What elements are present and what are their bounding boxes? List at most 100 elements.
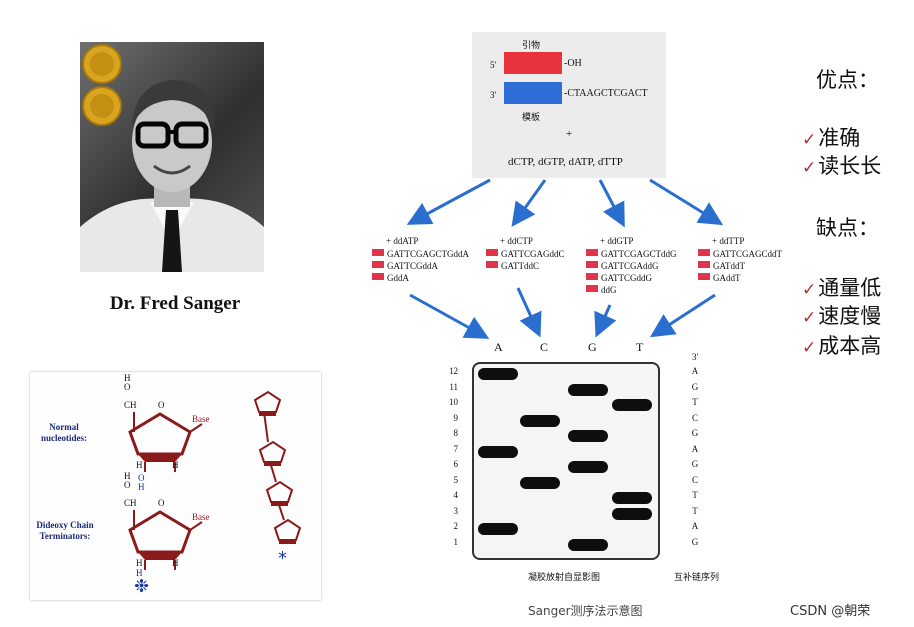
- template-cn-label: 模板: [522, 112, 541, 122]
- sequence-letter: G: [691, 381, 699, 392]
- cons-title: 缺点：: [816, 216, 879, 240]
- gel-band: [478, 368, 518, 380]
- gel-band: [568, 383, 608, 396]
- gel-band: [612, 399, 652, 411]
- gel-number: 5: [453, 474, 459, 485]
- gel-band: [478, 523, 518, 535]
- snowflake-icon: ❉: [134, 576, 150, 597]
- portrait-drawing: [80, 80, 264, 272]
- primer-cn-label: 引物: [522, 40, 541, 50]
- fragment: GATTCGAGCddT: [698, 246, 782, 259]
- nobel-medal-icon: [82, 44, 122, 84]
- primer-bar: [504, 52, 562, 74]
- prime-label: 3': [691, 352, 699, 362]
- fragment: GATTCGddA: [372, 258, 469, 271]
- sequence-letter: A: [691, 443, 699, 454]
- lane-a-fragments: + ddATP GATTCGAGCTGddA GATTCGddA GddA: [372, 236, 469, 283]
- gel-lane-label: A: [494, 340, 503, 354]
- sequence-letter: A: [691, 521, 699, 531]
- sanger-portrait: [80, 42, 264, 272]
- gel-band: [568, 538, 608, 551]
- primer-template-box: 引物 5' -OH 3' -CTAAGCTCGACT 模板 + dCTP, dG…: [472, 32, 666, 178]
- watermark: CSDN @朝荣: [790, 604, 871, 619]
- gel-number: 4: [453, 490, 459, 500]
- fragment: ddG: [586, 282, 677, 295]
- five-prime-label: 5': [490, 60, 497, 70]
- fragment: GATTCGddG: [586, 270, 677, 283]
- primer-end-label: -OH: [564, 58, 582, 69]
- ch2-label: CH: [124, 498, 137, 508]
- ring-o-label: O: [158, 498, 165, 508]
- pros-item: ✓准确: [802, 126, 861, 150]
- gel-caption: 凝胶放射自显影图: [528, 572, 601, 582]
- fragment: GATTCGAGCTGddA: [372, 246, 469, 259]
- fragment: GddA: [372, 270, 469, 283]
- fragment: GAddT: [698, 270, 782, 283]
- pros-title: 优点：: [816, 68, 879, 92]
- gel-number: 6: [453, 459, 459, 469]
- gel-number: 12: [449, 366, 458, 376]
- base-label: Base: [192, 512, 210, 522]
- fragment: GATTCGAGddC: [486, 246, 565, 259]
- check-icon: ✓: [802, 280, 817, 300]
- sequence-letter: C: [691, 412, 698, 423]
- lane-header: + ddGTP: [600, 236, 634, 246]
- h-label: H: [172, 460, 179, 470]
- nobel-medal-icon: [82, 86, 122, 126]
- fragment: GATTddC: [486, 258, 565, 271]
- check-icon: ✓: [802, 338, 817, 358]
- h-label: H: [136, 568, 143, 578]
- sequence-letter: G: [691, 428, 699, 438]
- gel-number: 10: [449, 397, 458, 407]
- nucleotide-panel: Normal nucleotides: Dideoxy Chain Termin…: [30, 372, 321, 600]
- check-icon: ✓: [802, 308, 817, 328]
- gel-band: [568, 430, 608, 442]
- fragment: GATTCGAGCTddG: [586, 246, 677, 259]
- asterisk-icon: *: [278, 548, 287, 569]
- lane-g-fragments: + ddGTP GATTCGAGCTddG GATTCGAddG GATTCGd…: [586, 236, 677, 295]
- ring-o-label: O: [158, 400, 165, 410]
- sequence-letter: G: [691, 459, 699, 469]
- gel-band: [520, 414, 560, 427]
- sequence-letter: T: [692, 490, 698, 500]
- figure-title: Sanger测序法示意图: [528, 604, 643, 618]
- template-bar: [504, 82, 562, 104]
- gel-band: [520, 476, 560, 489]
- gel-number: 9: [453, 412, 459, 423]
- cons-item: ✓速度慢: [802, 304, 882, 328]
- gel-number: 7: [453, 443, 459, 454]
- gel-number: 2: [453, 521, 459, 531]
- gel-band: [478, 445, 518, 458]
- three-prime-label: 3': [490, 90, 497, 100]
- lane-t-fragments: + ddTTP GATTCGAGCddT GATddT GAddT: [698, 236, 782, 283]
- sugar-structures: [128, 390, 302, 570]
- fragment: GATddT: [698, 258, 782, 271]
- h-label: H: [172, 558, 179, 568]
- plus-sign: +: [566, 128, 573, 140]
- ch2-label: CH: [124, 400, 137, 410]
- gel-lane-label: G: [588, 340, 597, 354]
- gel-lane-label: T: [636, 340, 644, 354]
- gel-band: [612, 492, 652, 504]
- dideoxy-label: Dideoxy Chain Terminators:: [36, 520, 94, 541]
- sequence-letter: G: [691, 536, 699, 547]
- sequence-caption: 互补链序列: [674, 572, 720, 582]
- pros-item: ✓读长长: [802, 154, 882, 178]
- h-label: H: [136, 460, 143, 470]
- gel-number: 8: [453, 428, 459, 438]
- check-icon: ✓: [802, 130, 817, 150]
- dntps-label: dCTP, dGTP, dATP, dTTP: [508, 156, 623, 168]
- sequence-letter: T: [692, 505, 698, 516]
- sequence-letter: A: [691, 366, 699, 376]
- gel-number: 1: [453, 536, 459, 547]
- h-label: H: [136, 558, 143, 568]
- lane-header: + ddCTP: [500, 236, 533, 246]
- cons-item: ✓通量低: [802, 276, 882, 300]
- lane-header: + ddTTP: [712, 236, 745, 246]
- gel-image: [472, 362, 660, 560]
- sequence-letter: T: [692, 397, 698, 407]
